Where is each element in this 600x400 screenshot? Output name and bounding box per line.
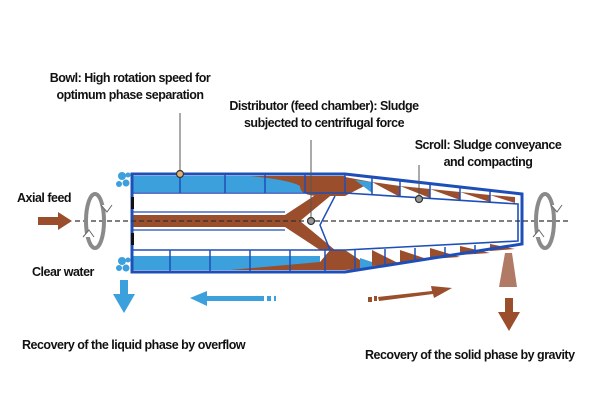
liquid-flow-left-arrow-icon [190,291,276,306]
solid-down-arrow-icon [498,298,520,331]
distributor-label-line1: Distributor (feed chamber): Sludge [229,99,419,113]
distributor-label: Distributor (feed chamber): Sludge subje… [224,98,424,132]
callout-dots [175,169,424,226]
rotation-left-icon [82,192,113,250]
axial-feed-arrow-icon [38,212,72,230]
clear-water-label: Clear water [32,265,94,279]
scroll-label-line1: Scroll: Sludge conveyance [414,138,562,152]
sludge-layer [132,176,345,270]
water-splash-top-icon [116,172,131,187]
bowl-outline [130,172,524,274]
axial-feed-label: Axial feed [17,191,72,205]
solids-pile [499,253,517,287]
scroll-label-line2: and compacting [443,155,533,169]
bowl-label-line2: optimum phase separation [56,88,204,102]
liquid-scroll-region [355,180,372,269]
scroll-label: Scroll: Sludge conveyance and compacting [408,137,568,171]
bowl-label-line1: Bowl: High rotation speed for [49,71,211,85]
rotation-right-icon [532,192,563,250]
liquid-recovery-label: Recovery of the liquid phase by overflow [22,338,246,352]
callout-lines [179,113,420,218]
inlet-wall [131,197,134,245]
bowl-label: Bowl: High rotation speed for optimum ph… [30,70,230,104]
solid-flow-right-arrow-icon [368,286,452,302]
solid-recovery-label: Recovery of the solid phase by gravity [365,348,575,362]
distributor-label-line2: subjected to centrifugal force [243,116,405,130]
scroll-flights-top [345,177,515,203]
water-splash-bottom-icon [116,257,131,272]
liquid-down-arrow-icon [113,280,135,313]
